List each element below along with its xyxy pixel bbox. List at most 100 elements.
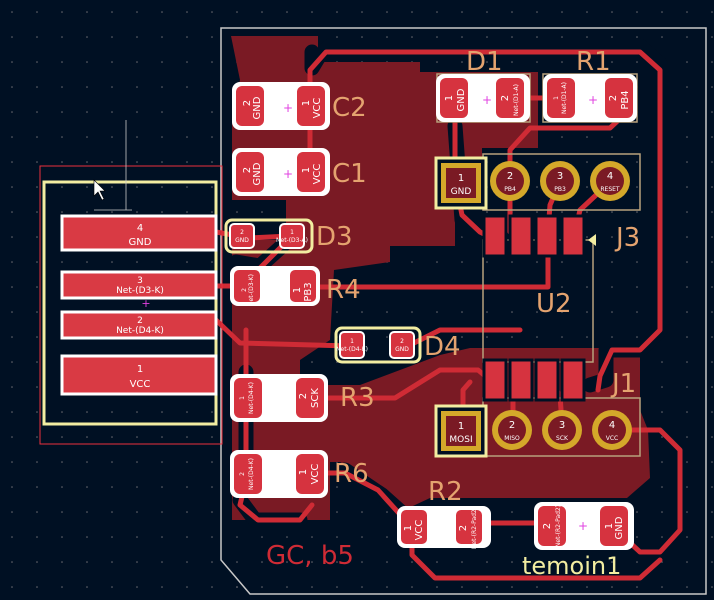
j1-pin1-net: MOSI: [449, 435, 472, 445]
j3-pin1-net: GND: [451, 187, 472, 197]
temoin1-pad1-net: GND: [614, 516, 625, 539]
j3-pin1-num: 1: [458, 173, 464, 184]
usb-pad-4-num: 4: [137, 223, 143, 234]
d1-pad1-num: 1: [444, 95, 455, 101]
board-label-left: GC, b5: [266, 541, 354, 571]
r6-pad1-num: 1: [298, 469, 309, 475]
r1-ref: R1: [576, 47, 611, 77]
j1-pin3-num: 3: [559, 420, 565, 431]
usb-pad-3: 3 Net-(D3-K): [60, 270, 218, 300]
led-temoin1: 2 Net-(R2-Pad2) 1 GND +: [534, 502, 634, 550]
j1-pin4-num: 4: [609, 420, 615, 431]
usb-pad-4-net: GND: [129, 237, 152, 248]
resistor-r2: 1 VCC 2 Net-(R2-Pad2) R2: [397, 477, 491, 549]
c1-pad2-num: 2: [242, 167, 253, 173]
resistor-r6: 2 Net-(D4-K) 1 VCC R6: [230, 450, 369, 498]
r4-pad2-net: Net-(D3-K): [248, 274, 255, 306]
j1-pin2-net: MISO: [504, 435, 520, 442]
j3-pin4-num: 4: [607, 171, 613, 182]
r6-pad2-num: 2: [239, 472, 246, 476]
d3-ref: D3: [316, 222, 353, 252]
usb-pad-2: 2 Net-(D4-K): [60, 310, 218, 340]
j3-pin2-net: PB4: [504, 186, 516, 193]
svg-text:+: +: [578, 519, 588, 533]
d1-pad2-net: Net-(D1-A): [513, 84, 520, 116]
r1-pad2-net: PB4: [620, 90, 631, 109]
svg-text:+: +: [283, 101, 293, 115]
d4-pad1-net: Net-(D4-K): [336, 346, 368, 353]
svg-text:+: +: [588, 93, 598, 107]
j3-pin3-num: 3: [557, 171, 563, 182]
r2-pad2-net: Net-(R2-Pad2): [471, 507, 478, 549]
header-j3: 1 GND 2 PB4 3 PB3 4 RESET J3: [434, 156, 640, 253]
usb-pad-2-net: Net-(D4-K): [116, 326, 164, 336]
capacitor-c1: 2 GND 1 VCC + C1: [232, 148, 367, 196]
r2-pad1-num: 1: [403, 525, 414, 531]
d3-pad2-net: GND: [235, 237, 249, 244]
d3-pad1-num: 1: [290, 229, 294, 236]
j1-pin3-net: SCK: [556, 435, 569, 442]
c1-pad1-net: VCC: [312, 164, 323, 185]
r3-pad1-num: 1: [239, 396, 246, 400]
c2-pad2-num: 2: [242, 100, 253, 106]
r1-pad1-num: 1: [553, 96, 560, 100]
d4-pad2-num: 2: [400, 338, 404, 345]
resistor-r3: 1 Net-(D4-K) 2 SCK R3: [230, 374, 375, 422]
led-d1: 1 GND 2 Net-(D1-A) + D1: [436, 47, 530, 122]
c2-pad1-net: VCC: [312, 98, 323, 119]
usb-pad-1: 1 VCC: [60, 354, 218, 396]
r2-pad1-net: VCC: [414, 520, 425, 541]
r2-pad2-num: 2: [458, 525, 469, 531]
c1-pad2-net: GND: [252, 162, 263, 185]
r6-pad1-net: VCC: [310, 464, 321, 485]
r2-ref: R2: [428, 477, 463, 507]
led-d4: 1 Net-(D4-K) 2 GND D4: [334, 326, 461, 364]
r3-pad1-net: Net-(D4-K): [248, 382, 255, 414]
svg-text:+: +: [482, 93, 492, 107]
r4-ref: R4: [326, 275, 361, 305]
d3-pad1-net: Net-(D3-A): [276, 237, 308, 244]
r3-pad2-net: SCK: [310, 388, 321, 408]
usb-pad-3-net: Net-(D3-K): [116, 286, 164, 296]
j1-pin4-net: VCC: [606, 435, 618, 442]
c2-pad1-num: 1: [301, 100, 312, 106]
d3-pad2-num: 2: [240, 229, 244, 236]
r4-pad1-net: PB3: [303, 282, 314, 301]
c1-ref: C1: [332, 159, 367, 189]
d1-pad1-net: GND: [456, 88, 467, 111]
temoin1-pad1-num: 1: [604, 523, 615, 529]
j1-ref: J1: [610, 369, 636, 399]
u2-ref: U2: [536, 289, 572, 319]
resistor-r1: 1 Net-(D1-A) 2 PB4 + R1: [543, 47, 637, 122]
usb-pad-1-net: VCC: [130, 379, 151, 390]
r3-ref: R3: [340, 383, 375, 413]
r6-pad2-net: Net-(D4-K): [248, 458, 255, 490]
j3-pin4-net: RESET: [600, 186, 620, 193]
header-j1: 1 MOSI 2 MISO 3 SCK 4 VCC J1: [434, 369, 636, 458]
usb-pad-1-num: 1: [137, 364, 143, 375]
j3-ref: J3: [614, 223, 640, 253]
j1-pin2-num: 2: [509, 420, 515, 431]
c1-pad1-num: 1: [301, 167, 312, 173]
resistor-r4: 2 Net-(D3-K) 1 PB3 R4: [230, 266, 361, 306]
r4-pad2-num: 2: [241, 288, 248, 292]
j3-pin3-net: PB3: [554, 186, 566, 193]
svg-text:+: +: [141, 297, 150, 310]
usb-pad-2-num: 2: [137, 316, 143, 326]
d1-ref: D1: [466, 47, 503, 77]
led-d3: 2 GND 1 Net-(D3-A) D3: [224, 218, 353, 254]
d4-ref: D4: [424, 332, 461, 362]
r1-pad2-num: 2: [608, 95, 619, 101]
c2-ref: C2: [332, 93, 367, 123]
j1-pin1-num: 1: [458, 421, 464, 432]
usb-connector: 4 GND 3 Net-(D3-K) + 2 Net-(D4-K) 1 VCC: [39, 120, 223, 445]
usb-pad-3-num: 3: [137, 276, 143, 286]
r1-pad1-net: Net-(D1-A): [561, 82, 568, 114]
temoin1-pad2-num: 2: [542, 523, 553, 529]
d1-pad2-num: 2: [500, 95, 511, 101]
svg-text:+: +: [283, 167, 293, 181]
c2-pad2-net: GND: [252, 96, 263, 119]
d4-pad1-num: 1: [350, 338, 354, 345]
ic-u2: U2: [482, 214, 596, 402]
